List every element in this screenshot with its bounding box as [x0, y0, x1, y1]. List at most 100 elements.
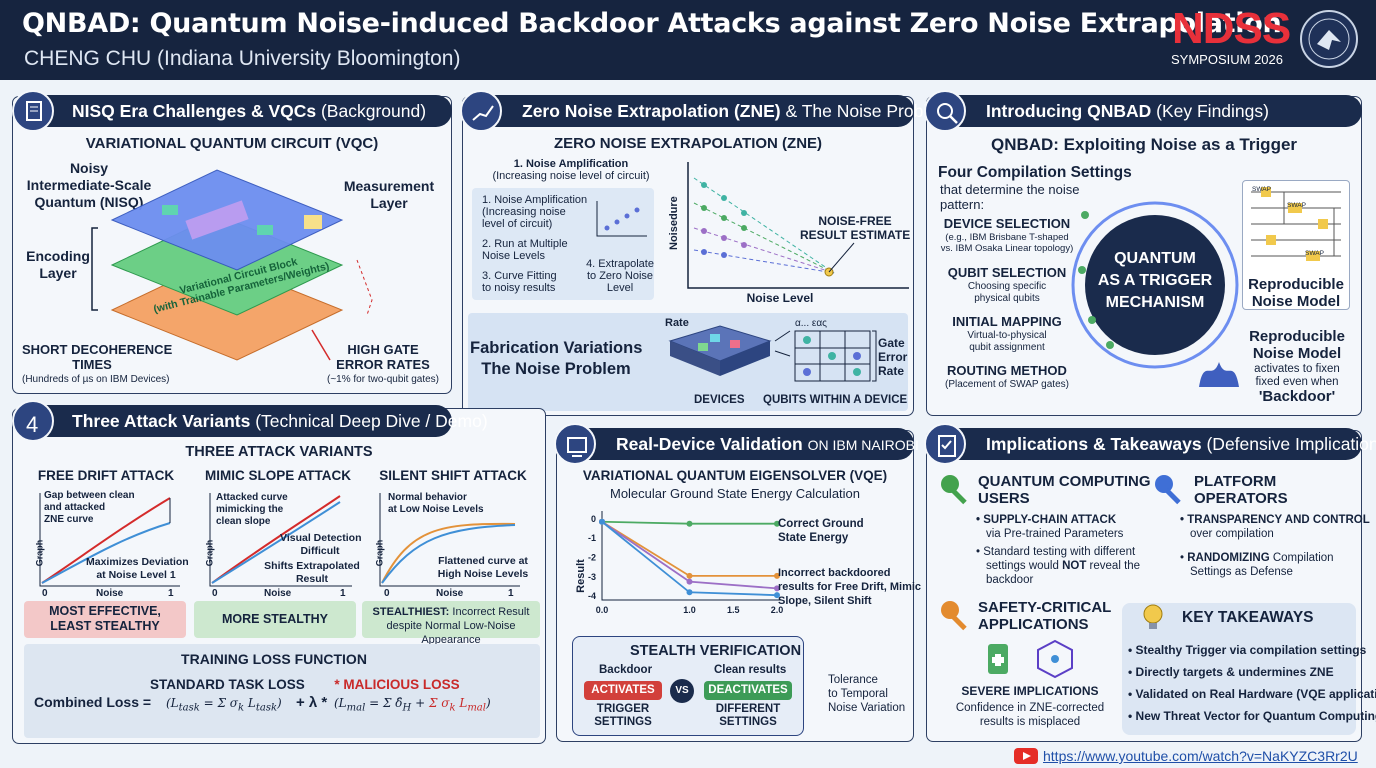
vqe-point — [774, 520, 780, 527]
backdoor-label: 'Backdoor' — [1258, 388, 1336, 405]
vqe-point — [774, 592, 780, 599]
zne-steps-box — [472, 188, 654, 300]
conference-logo-text: NDSS — [1172, 4, 1291, 53]
vqe-x-tick: 1.0 — [683, 605, 696, 615]
panel-validation-title: Real-Device Validation ON IBM NAIROBI — [564, 428, 919, 460]
vqe-y-tick: -4 — [588, 591, 596, 601]
youtube-icon — [1014, 748, 1038, 764]
vqe-point — [686, 578, 693, 585]
wave-shape-icon — [1199, 362, 1239, 387]
vqe-x-tick: 1.5 — [727, 605, 740, 615]
noise-label-c: Noise — [436, 588, 464, 599]
poster-title: QNBAD: Quantum Noise-induced Backdoor At… — [22, 8, 1282, 39]
document-icon — [12, 90, 54, 132]
deactivates-badge: DEACTIVATES — [704, 681, 792, 700]
noise-label-a: Noise — [96, 588, 124, 599]
lambda-label: + λ * — [296, 694, 328, 711]
panel-attacks-title: Three Attack Variants (Technical Deep Di… — [20, 405, 488, 437]
tick-1-c: 1 — [508, 588, 514, 599]
takeaway-3: • Validated on Real Hardware (VQE applic… — [1128, 687, 1376, 701]
panel-zne-title: Zero Noise Extrapolation (ZNE) & The Noi… — [470, 95, 952, 127]
result-most-effective: MOST EFFECTIVE,LEAST STEALTHY — [24, 601, 186, 638]
malicious-loss-label: * MALICIOUS LOSS — [334, 677, 460, 692]
tick-0-a: 0 — [42, 588, 48, 599]
youtube-link[interactable]: https://www.youtube.com/watch?v=NaKYZC3R… — [1043, 748, 1358, 764]
graph-label-1: Graph — [34, 539, 45, 567]
silent-shift-title: SILENT SHIFT ATTACK — [379, 468, 527, 483]
zne-y-label: Noisedure — [668, 196, 680, 250]
key-icon-blue — [1155, 475, 1181, 505]
vqe-heading: VARIATIONAL QUANTUM EIGENSOLVER (VQE) — [582, 468, 888, 483]
takeaway-4: • New Threat Vector for Quantum Computin… — [1128, 709, 1376, 723]
vqe-y-tick: -2 — [588, 553, 596, 563]
key-icon-green — [941, 475, 967, 505]
medical-molecule-icon — [988, 639, 1073, 679]
takeaway-2: • Directly targets & undermines ZNE — [1128, 665, 1334, 679]
circuit-diagram — [1251, 187, 1341, 261]
vqe-point — [686, 520, 693, 527]
combined-loss-label: Combined Loss = — [34, 694, 152, 710]
loss-title: TRAINING LOSS FUNCTION — [181, 651, 367, 667]
vqc-layer-stack — [91, 169, 373, 361]
vqe-y-tick: -1 — [588, 533, 596, 543]
vqe-x-tick: 2.0 — [771, 605, 784, 615]
activates-badge: ACTIVATES — [584, 681, 662, 700]
trigger-ring — [1071, 201, 1239, 369]
vqc-heading: VARIATIONAL QUANTUM CIRCUIT (VQC) — [85, 135, 379, 152]
result-more-stealthy: MORE STEALTHY — [194, 601, 356, 638]
mimic-slope-title: MIMIC SLOPE ATTACK — [205, 468, 351, 483]
devices-label: DEVICES — [694, 394, 745, 406]
mini-legend: α... εας — [795, 318, 827, 329]
routing-method: ROUTING METHOD(Placement of SWAP gates) — [945, 363, 1069, 390]
number-four-icon: 4 — [12, 400, 54, 442]
std-formula: (Ltask = Σ σk Ltask) — [166, 696, 282, 714]
lightbulb-icon — [1143, 604, 1163, 629]
noise-model-circuit — [1242, 180, 1350, 310]
panel-implications-title: Implications & Takeaways (Defensive Impl… — [934, 428, 1376, 460]
zne-step1: 1. Noise Amplification(Increasing noise … — [492, 158, 650, 182]
device-chip-icon — [554, 423, 596, 465]
graph-label-2: Graph — [204, 539, 215, 567]
tick-0-c: 0 — [384, 588, 390, 599]
swap-gate-2: SWAP — [1287, 202, 1306, 209]
zne-plot — [687, 162, 909, 289]
poster-author: CHENG CHU (Indiana University Bloomingto… — [24, 47, 461, 70]
attack-variants-heading: THREE ATTACK VARIANTS — [185, 444, 373, 460]
clean-results-label: Clean results — [714, 664, 787, 676]
device-selection: DEVICE SELECTION(e.g., IBM Brisbane T-sh… — [940, 216, 1074, 254]
noise-label-b: Noise — [264, 588, 292, 599]
vqe-point — [774, 585, 780, 592]
swap-gate-1: SWAP — [1252, 186, 1271, 193]
severe-label: SEVERE IMPLICATIONS — [961, 684, 1099, 698]
key-takeaways-box — [1122, 603, 1356, 735]
key-takeaways-title: KEY TAKEAWAYS — [1182, 609, 1314, 626]
attack-plots — [39, 493, 520, 587]
